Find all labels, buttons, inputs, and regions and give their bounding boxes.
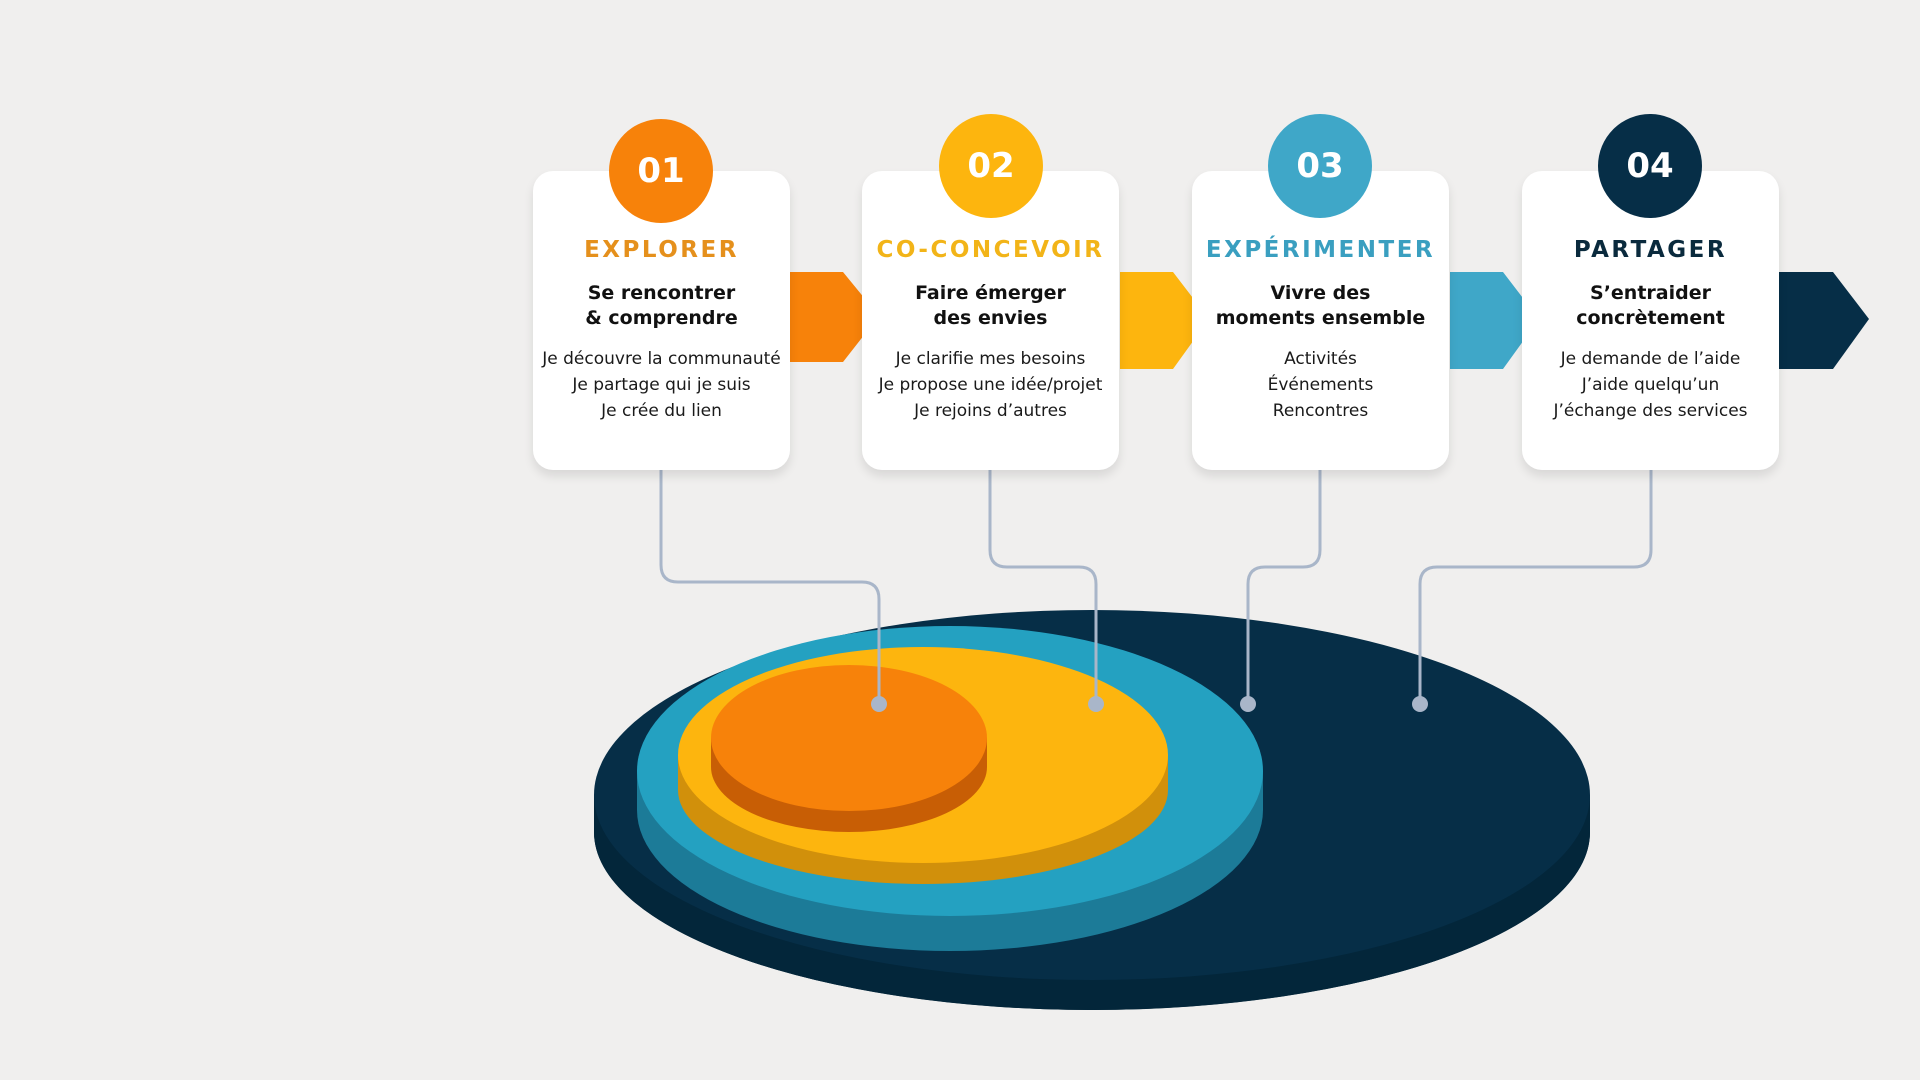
arrow-step-4 [1778,272,1869,369]
step-2-description-list: Je clarifie mes besoins Je propose une i… [862,346,1119,424]
step-4-number-badge: 04 [1598,114,1702,218]
step-2-card: CO-CONCEVOIR Faire émerger des envies Je… [862,171,1119,470]
connector-line-4 [1418,470,1653,704]
step-3-description-line-3: Rencontres [1272,401,1369,421]
step-2-description-line-2: Je propose une idée/projet [878,375,1103,395]
step-4-title: PARTAGER [1573,237,1728,263]
step-4-description-list: Je demande de l’aide J’aide quelqu’un J’… [1522,346,1779,424]
step-2-subtitle: Faire émerger des envies [915,282,1066,329]
step-3-description-line-1: Activités [1284,349,1357,369]
step-2-title: CO-CONCEVOIR [876,237,1105,263]
disc-explorer [711,665,987,832]
step-4-description-line-2: J’aide quelqu’un [1581,375,1720,395]
step-2-description-line-3: Je rejoins d’autres [914,401,1067,421]
step-3-card: EXPÉRIMENTER Vivre des moments ensemble … [1192,171,1449,470]
connector-dot-2 [1088,696,1104,712]
step-1-number-badge: 01 [609,119,713,223]
step-2-number-badge: 02 [939,114,1043,218]
connector-line-1 [659,470,881,704]
connector-dot-4 [1412,696,1428,712]
step-1-subtitle: Se rencontrer & comprendre [585,282,738,329]
step-1-description-line-1: Je découvre la communauté [542,349,781,369]
connector-dot-1 [871,696,887,712]
step-3-description-line-2: Événements [1267,375,1374,395]
step-3-title: EXPÉRIMENTER [1205,237,1436,263]
step-4-subtitle: S’entraider concrètement [1576,282,1725,329]
step-1-description-line-3: Je crée du lien [601,401,722,421]
step-1-description-line-2: Je partage qui je suis [572,375,751,395]
step-4-description-line-3: J’échange des services [1553,401,1748,421]
step-1-title: EXPLORER [584,237,739,263]
step-3-number-badge: 03 [1268,114,1372,218]
step-3-subtitle: Vivre des moments ensemble [1215,282,1426,329]
connector-line-3 [1246,470,1322,704]
step-4-description-line-1: Je demande de l’aide [1560,349,1741,369]
arrow-step-2 [1120,272,1209,369]
step-1-description-list: Je découvre la communauté Je partage qui… [533,346,790,424]
connector-dot-3 [1240,696,1256,712]
step-4-card: PARTAGER S’entraider concrètement Je dem… [1522,171,1779,470]
step-1-card: EXPLORER Se rencontrer & comprendre Je d… [533,171,790,470]
arrow-step-3 [1450,272,1539,369]
arrow-step-1 [790,272,879,362]
connector-line-2 [988,470,1098,704]
step-2-description-line-1: Je clarifie mes besoins [895,349,1086,369]
step-3-description-list: Activités Événements Rencontres [1192,346,1449,424]
